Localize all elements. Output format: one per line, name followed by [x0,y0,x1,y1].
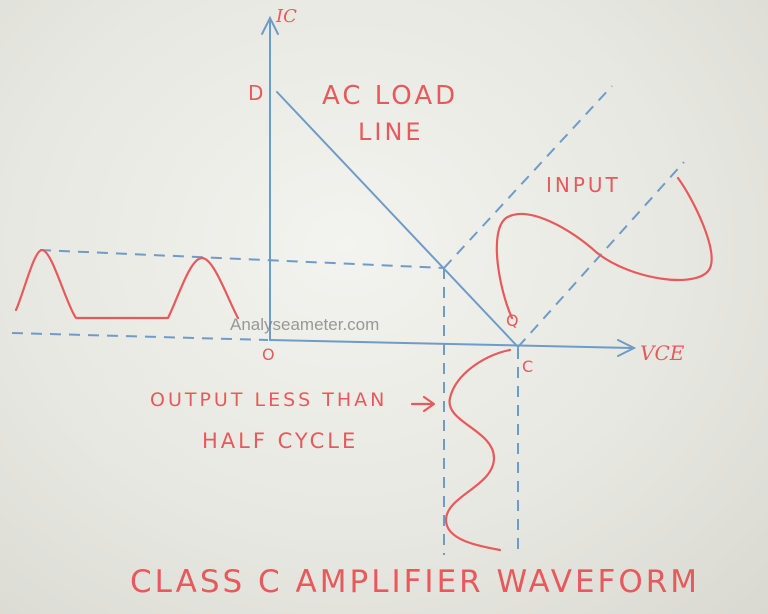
point-o-label: O [262,345,278,364]
watermark-text: Analyseameter.com [230,315,379,334]
x-axis-label: VCE [640,341,685,365]
point-q-label: Q [506,311,522,330]
output-pulse-waveform-left [14,248,240,320]
peak-level-dashed-line [39,249,445,269]
input-axis-upper-dashed [443,85,613,269]
point-c-label: C [522,357,536,376]
input-label: INPUT [546,173,621,197]
x-axis-arrow [617,339,637,357]
input-waveform [495,176,713,320]
y-axis-arrow [261,15,279,35]
ac-load-line-label-line2: LINE [358,118,424,146]
output-pointer-arrowhead [422,395,436,413]
origin-level-dashed-line [11,332,269,341]
output-waveform-bottom [444,348,512,552]
output-label-line2: HALF CYCLE [202,429,358,453]
x-axis [269,339,633,349]
diagram-title: CLASS C AMPLIFIER WAVEFORM [130,564,700,600]
output-label-line1: OUTPUT LESS THAN [150,389,387,411]
ac-load-line [276,91,519,348]
point-d-label: D [248,81,266,105]
ac-load-line-label-line1: AC LOAD [322,81,458,111]
y-axis-label: IC [275,6,297,27]
